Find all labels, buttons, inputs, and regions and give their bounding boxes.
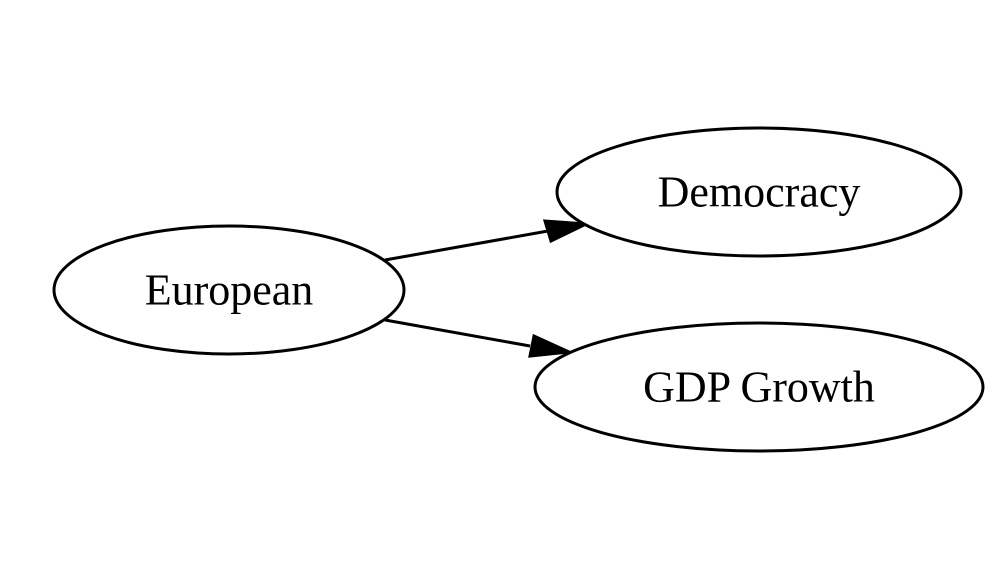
node-gdp-growth: GDP Growth — [533, 321, 985, 453]
edge-line — [384, 318, 531, 348]
node-label-gdp-growth: GDP Growth — [643, 363, 875, 412]
edge-european-to-gdp-growth — [384, 318, 575, 358]
arrowhead-icon — [528, 333, 575, 358]
node-democracy: Democracy — [555, 126, 963, 258]
edge-european-to-democracy — [384, 219, 592, 262]
node-european: European — [52, 224, 406, 356]
edge-line — [384, 229, 549, 262]
node-label-european: European — [145, 266, 314, 315]
arrowhead-icon — [542, 219, 592, 244]
node-ellipse — [533, 321, 985, 453]
node-ellipse — [52, 224, 406, 356]
node-ellipse — [555, 126, 963, 258]
node-label-democracy: Democracy — [658, 168, 861, 217]
